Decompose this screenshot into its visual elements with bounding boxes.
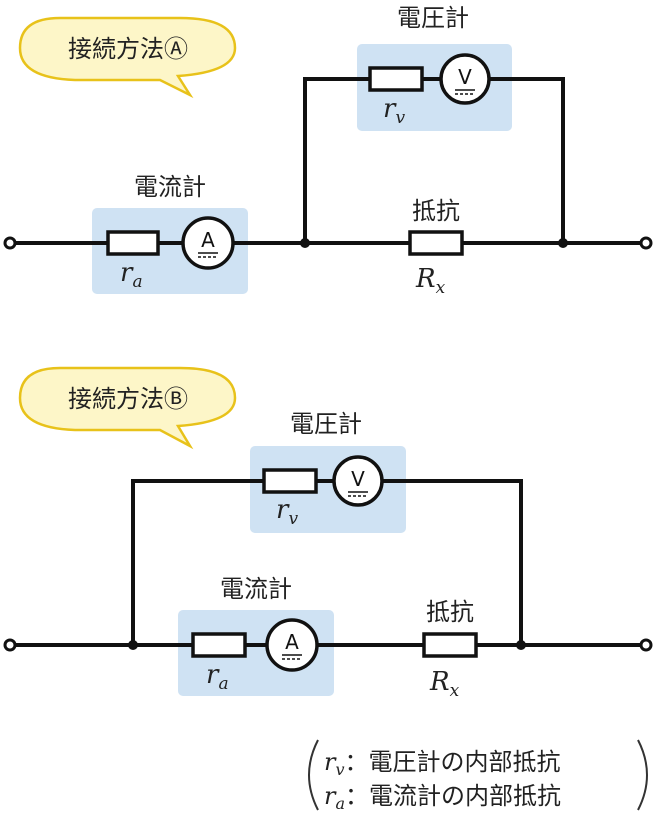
junction-dot — [558, 238, 568, 248]
voltmeter-internal-resistor — [262, 468, 318, 494]
ammeter-internal-resistor — [106, 230, 160, 256]
rv-label: rv — [383, 94, 405, 128]
ammeter-symbol: A — [285, 630, 299, 654]
terminal-left — [3, 236, 17, 250]
method-a-bubble: 接続方法Ⓐ — [18, 16, 237, 99]
junction-dot — [516, 640, 526, 650]
resistor-label: 抵抗 — [412, 197, 460, 225]
method-b-title: 接続方法Ⓑ — [68, 385, 188, 413]
ammeter-symbol: A — [201, 228, 215, 252]
legend-rv-entry: rv：電圧計の内部抵抗 — [324, 748, 561, 779]
wire — [489, 77, 565, 243]
ra-label: ra — [120, 258, 143, 292]
junction-dot — [300, 238, 310, 248]
voltmeter-symbol: V — [351, 467, 365, 491]
legend-ra-entry: ra：電流計の内部抵抗 — [324, 782, 561, 813]
rx-label: Rx — [415, 264, 446, 298]
ammeter-label: 電流計 — [220, 575, 292, 603]
voltmeter: V — [332, 455, 384, 507]
legend: rv：電圧計の内部抵抗 ra：電流計の内部抵抗 — [308, 739, 648, 813]
terminal-left — [3, 638, 17, 652]
voltmeter-label: 電圧計 — [290, 410, 362, 438]
voltmeter-internal-resistor — [368, 66, 424, 92]
ammeter: A — [265, 618, 319, 672]
terminal-right — [639, 638, 653, 652]
method-a-title: 接続方法Ⓐ — [68, 35, 188, 63]
resistor-label: 抵抗 — [426, 598, 474, 626]
legend-right-paren — [637, 739, 648, 811]
wire — [131, 479, 264, 645]
voltmeter-label: 電圧計 — [397, 4, 469, 32]
ammeter: A — [181, 216, 235, 270]
method-b-bubble: 接続方法Ⓑ — [18, 366, 237, 450]
wire — [303, 77, 370, 243]
ammeter-label: 電流計 — [134, 173, 206, 201]
rx-label: Rx — [429, 667, 460, 701]
voltmeter: V — [439, 53, 491, 105]
ra-label: ra — [206, 660, 229, 694]
method-a: 接続方法Ⓐ V A — [3, 4, 653, 298]
junction-dot — [128, 640, 138, 650]
legend-left-paren — [308, 739, 319, 811]
rv-label: rv — [276, 495, 298, 529]
ammeter-internal-resistor — [191, 632, 247, 658]
voltmeter-symbol: V — [458, 65, 472, 89]
wire — [382, 479, 523, 645]
terminal-right — [639, 236, 653, 250]
method-b: 接続方法Ⓑ V A 電圧計 電流計 抵抗 — [3, 366, 653, 701]
resistor — [422, 632, 478, 658]
resistor — [408, 230, 464, 256]
